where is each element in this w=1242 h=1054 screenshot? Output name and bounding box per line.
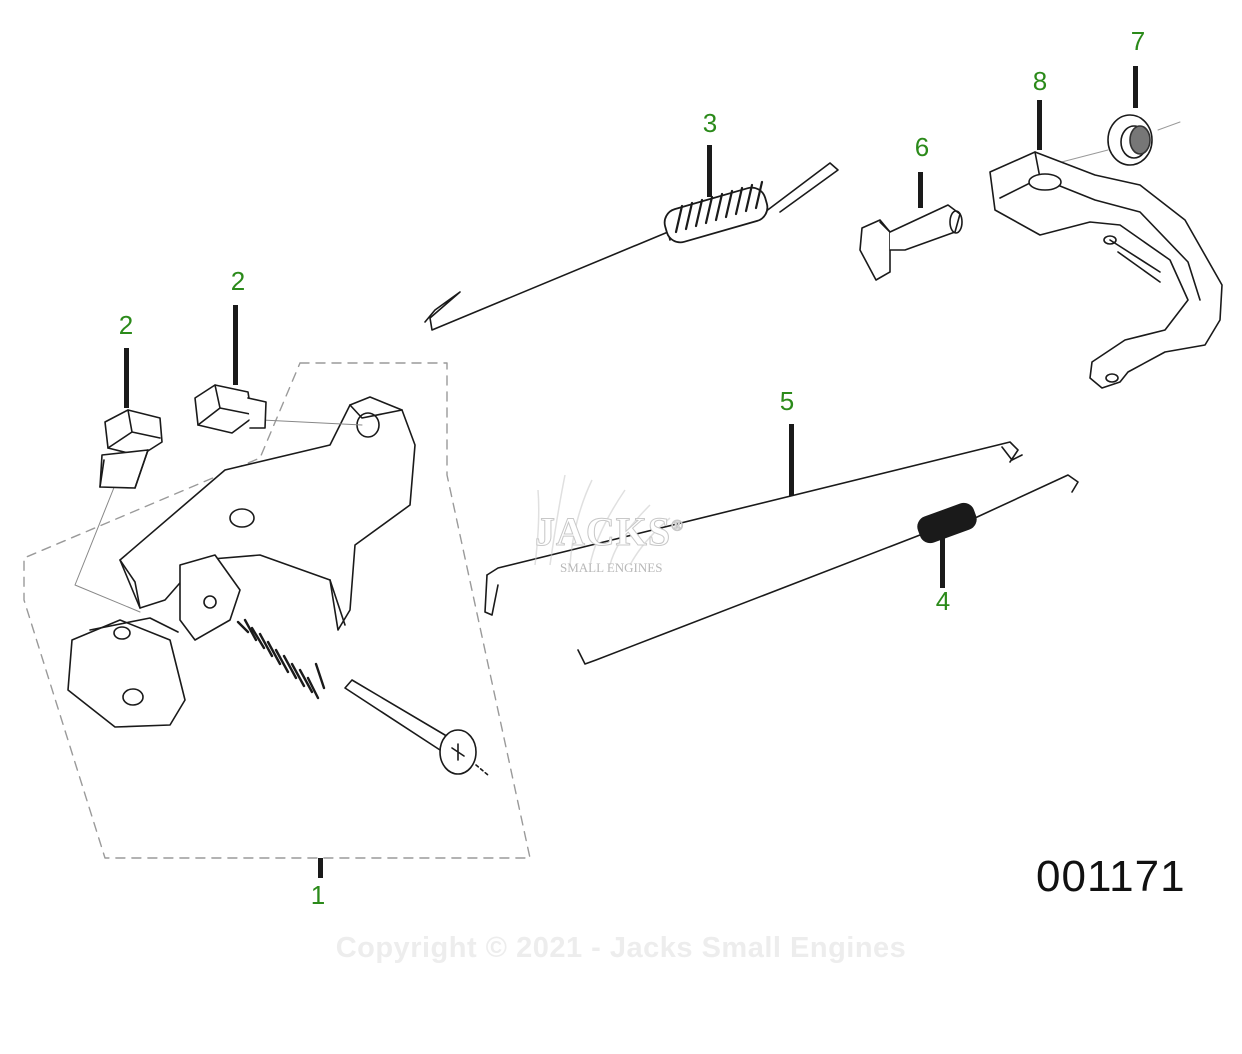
callout-2a: 2 <box>118 310 134 340</box>
throttle-lever <box>67 554 241 728</box>
pivot-pin <box>344 679 489 776</box>
choke-bracket <box>989 151 1223 389</box>
watermark-logo: JACKS® <box>534 509 685 555</box>
watermark-logo-graphic <box>534 474 671 566</box>
leader-line-7 <box>1133 66 1138 108</box>
leader-line-2a <box>124 348 129 408</box>
leader-line-4 <box>940 536 945 588</box>
callout-3: 3 <box>702 108 718 138</box>
watermark-tagline: SMALL ENGINES <box>560 560 663 575</box>
leader-line-5 <box>789 424 794 496</box>
leader-line-1 <box>318 858 323 878</box>
callout-1: 1 <box>310 880 326 910</box>
copyright-notice: Copyright © 2021 - Jacks Small Engines <box>335 932 907 964</box>
assembly-1-dashed-outline <box>23 362 531 859</box>
bushing <box>1049 114 1181 166</box>
governor-spring <box>424 162 839 331</box>
flange-bolt-right <box>194 384 267 434</box>
callout-2b: 2 <box>230 266 246 296</box>
callout-8: 8 <box>1032 66 1048 96</box>
clevis-pin <box>859 204 963 281</box>
callout-7: 7 <box>1130 26 1146 56</box>
callout-4: 4 <box>935 586 951 616</box>
flange-bolt-left <box>99 409 163 489</box>
return-spring <box>577 474 1079 665</box>
callout-6: 6 <box>914 132 930 162</box>
leader-line-6 <box>918 172 923 208</box>
leader-line-3 <box>707 145 712 197</box>
compression-spring <box>236 618 326 700</box>
callout-5: 5 <box>779 386 795 416</box>
leader-line-8 <box>1037 100 1042 150</box>
leader-line-2b <box>233 305 238 385</box>
diagram-number: 001171 <box>1036 852 1186 901</box>
throttle-link-rod <box>484 441 1023 616</box>
control-bracket <box>119 396 416 631</box>
